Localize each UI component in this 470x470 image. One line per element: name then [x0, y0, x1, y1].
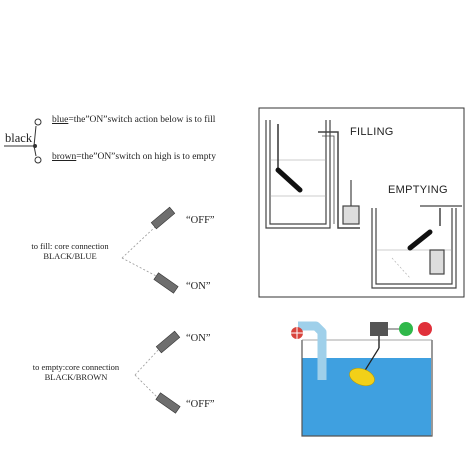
common-wire-label: black: [5, 131, 33, 145]
inlet-pipe: [298, 321, 327, 380]
brown-wire-label: brown: [52, 152, 77, 162]
fill-switch-diagram: [121, 206, 179, 294]
empty-caption: to empty:core connection BLACK/BROWN: [17, 362, 135, 382]
fill-float-on: [153, 272, 179, 294]
colored-tank-illustration: [291, 321, 433, 437]
empty-caption-line2: BLACK/BROWN: [44, 372, 108, 382]
blue-wire-text: =the”ON”switch action below is to fill: [68, 115, 216, 125]
fill-float-off: [150, 206, 176, 230]
filling-tank-drawing: [265, 120, 360, 229]
wiring-lines: [4, 118, 42, 164]
fill-caption-line2: BLACK/BLUE: [43, 251, 97, 261]
lamp-red-icon: [418, 322, 432, 336]
fill-caption: to fill: core connection BLACK/BLUE: [20, 241, 120, 261]
fill-caption-line1: to fill: core connection: [31, 241, 109, 251]
emptying-tank-drawing: [371, 205, 462, 289]
emptying-label: EMPTYING: [388, 184, 448, 196]
empty-float-on: [155, 330, 181, 354]
empty-switch-diagram: [134, 330, 181, 414]
blue-wire-label: blue: [52, 115, 69, 125]
tank-outline: [301, 340, 433, 437]
empty-caption-line1: to empty:core connection: [32, 362, 120, 372]
empty-float-off: [155, 392, 181, 414]
fill-off-label: “OFF”: [186, 215, 215, 226]
empty-on-label: “ON”: [186, 333, 211, 344]
float-ball-icon: [349, 367, 375, 387]
empty-off-label: “OFF”: [186, 399, 215, 410]
brown-wire-text: =the”ON”switch on high is to empty: [76, 152, 216, 162]
switch-housing: [370, 322, 388, 336]
blue-wire-description: blue=the”ON”switch action below is to fi…: [52, 115, 215, 125]
brown-wire-description: brown=the”ON”switch on high is to empty: [52, 152, 216, 162]
filling-label: FILLING: [350, 126, 394, 138]
lamp-green-icon: [399, 322, 413, 336]
fill-on-label: “ON”: [186, 281, 211, 292]
